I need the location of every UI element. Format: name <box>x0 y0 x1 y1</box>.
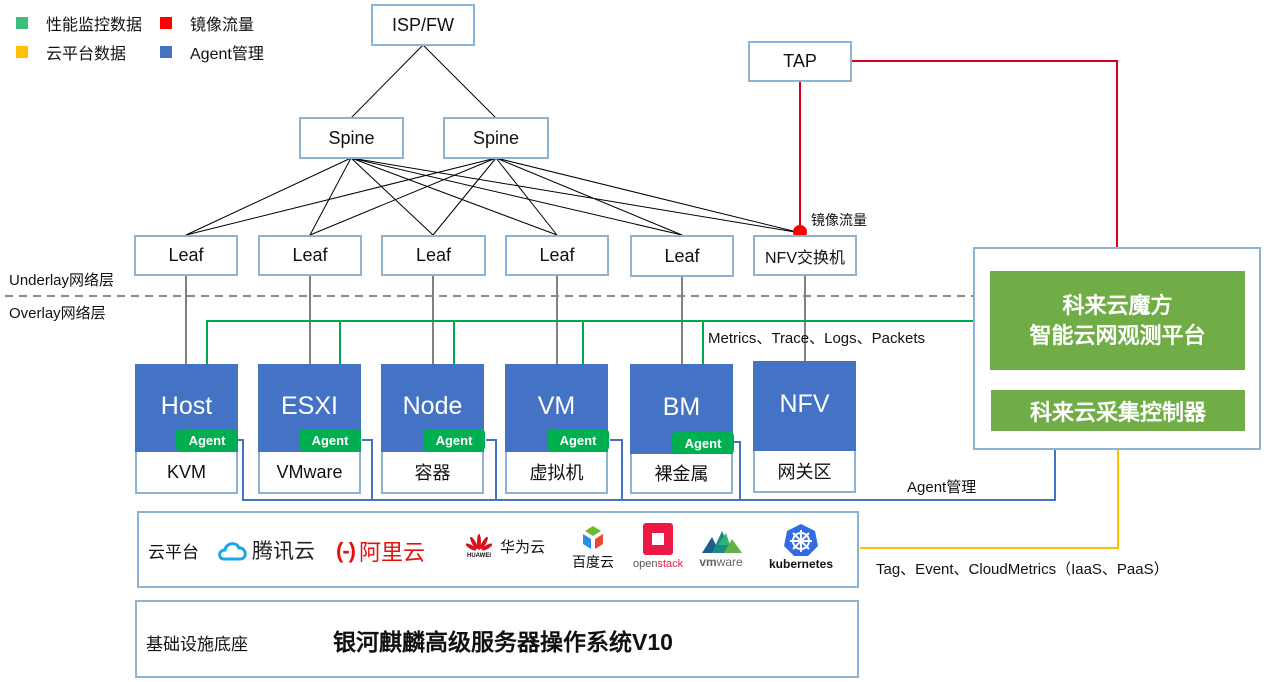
legend-cloud: 云平台数据 <box>16 40 126 64</box>
host-card: VM 虚拟机 Agent <box>505 364 609 494</box>
baidu-cloud-icon <box>583 526 603 549</box>
underlay-layer-label: Underlay网络层 <box>9 272 115 289</box>
vendor-name: kubernetes <box>769 557 834 571</box>
agent-badge: Agent <box>672 432 734 454</box>
huawei-wordmark: HUAWEI <box>467 553 491 559</box>
nfv-switch-node: NFV交换机 <box>753 235 857 276</box>
legend-label: 云平台数据 <box>46 46 127 63</box>
openstack-icon <box>643 523 674 555</box>
aliyun-logo: (-) 阿里云 <box>336 535 425 567</box>
host-card: ESXI VMware Agent <box>258 364 361 494</box>
tap-node: TAP <box>748 41 852 82</box>
cloud-data-flow <box>860 434 1126 549</box>
huawei-flower-icon <box>466 534 492 551</box>
vmware-cloud-icon <box>702 531 742 553</box>
legend-label: 镜像流量 <box>190 17 255 34</box>
infrastructure-panel <box>135 600 859 678</box>
host-card: NFV 网关区 <box>753 361 856 493</box>
legend-label: 性能监控数据 <box>46 17 143 34</box>
overlay-layer-label: Overlay网络层 <box>9 305 106 322</box>
kubernetes-logo: kubernetes <box>769 523 833 571</box>
kubernetes-helm-icon <box>784 524 819 556</box>
isp-fw-node: ISP/FW <box>371 4 475 46</box>
host-card: Host KVM Agent <box>135 364 238 494</box>
host-card: BM 裸金属 Agent <box>630 364 734 494</box>
vendor-name-part: stack <box>657 558 684 570</box>
cloud-platform-label: 云平台 <box>148 543 199 562</box>
agent-badge: Agent <box>299 429 361 451</box>
host-platform: KVM <box>135 452 238 494</box>
legend-swatch-green <box>16 17 28 29</box>
leaf-node: Leaf <box>505 235 609 276</box>
leaf-node: Leaf <box>630 235 734 277</box>
host-platform: 网关区 <box>753 451 856 493</box>
infrastructure-label: 基础设施底座 <box>146 635 248 654</box>
leaf-node: Leaf <box>134 235 238 276</box>
agent-badge: Agent <box>176 429 238 451</box>
host-platform: 容器 <box>381 452 484 494</box>
spine-node: Spine <box>443 117 549 159</box>
agent-badge: Agent <box>547 429 609 451</box>
huawei-cloud-logo: HUAWEI 华为云 <box>466 533 545 559</box>
vmware-logo: vmware <box>698 527 744 569</box>
agent-mgmt-flow <box>238 432 1056 501</box>
host-card: Node 容器 Agent <box>381 364 485 494</box>
openstack-logo: openstack <box>633 523 683 570</box>
leaf-node: Leaf <box>381 235 486 276</box>
vendor-name: 百度云 <box>572 554 614 570</box>
vendor-name-part: open <box>633 558 658 570</box>
legend-swatch-blue <box>160 46 172 58</box>
baidu-cloud-logo: 百度云 <box>572 524 614 572</box>
vendor-name: 华为云 <box>500 538 546 556</box>
legend-agent: Agent管理 <box>160 40 264 64</box>
underlay-links <box>185 44 806 364</box>
vendor-name-part: vm <box>699 555 717 569</box>
tencent-cloud-logo: 腾讯云 <box>216 535 315 565</box>
agent-management-label: Agent管理 <box>907 479 977 496</box>
legend-swatch-red <box>160 17 172 29</box>
agent-badge: Agent <box>423 429 485 451</box>
spine-node: Spine <box>299 117 404 159</box>
platform-title: 科来云魔方 <box>1062 292 1173 318</box>
cloud-data-label: Tag、Event、CloudMetrics（IaaS、PaaS） <box>876 561 1169 578</box>
legend-label: Agent管理 <box>190 46 264 63</box>
metrics-label: Metrics、Trace、Logs、Packets <box>708 330 926 347</box>
host-platform: VMware <box>258 452 361 494</box>
host-platform: 裸金属 <box>630 454 733 494</box>
leaf-node: Leaf <box>258 235 362 276</box>
host-type: NFV <box>753 361 856 451</box>
observation-platform: 科来云魔方 智能云网观测平台 <box>990 271 1245 370</box>
legend-performance: 性能监控数据 <box>16 11 142 35</box>
cloud-icon <box>218 542 247 561</box>
legend-mirror: 镜像流量 <box>160 11 254 35</box>
vendor-name: 腾讯云 <box>252 540 315 563</box>
vendor-name-part: ware <box>716 555 743 569</box>
collection-controller: 科来云采集控制器 <box>991 390 1245 431</box>
vendor-name: 阿里云 <box>358 540 425 565</box>
operating-system: 银河麒麟高级服务器操作系统V10 <box>333 629 673 655</box>
platform-subtitle: 智能云网观测平台 <box>1029 322 1206 348</box>
mirror-traffic-label: 镜像流量 <box>811 212 867 228</box>
aliyun-icon: (-) <box>336 538 356 563</box>
legend-swatch-yellow <box>16 46 28 58</box>
host-platform: 虚拟机 <box>505 452 608 494</box>
